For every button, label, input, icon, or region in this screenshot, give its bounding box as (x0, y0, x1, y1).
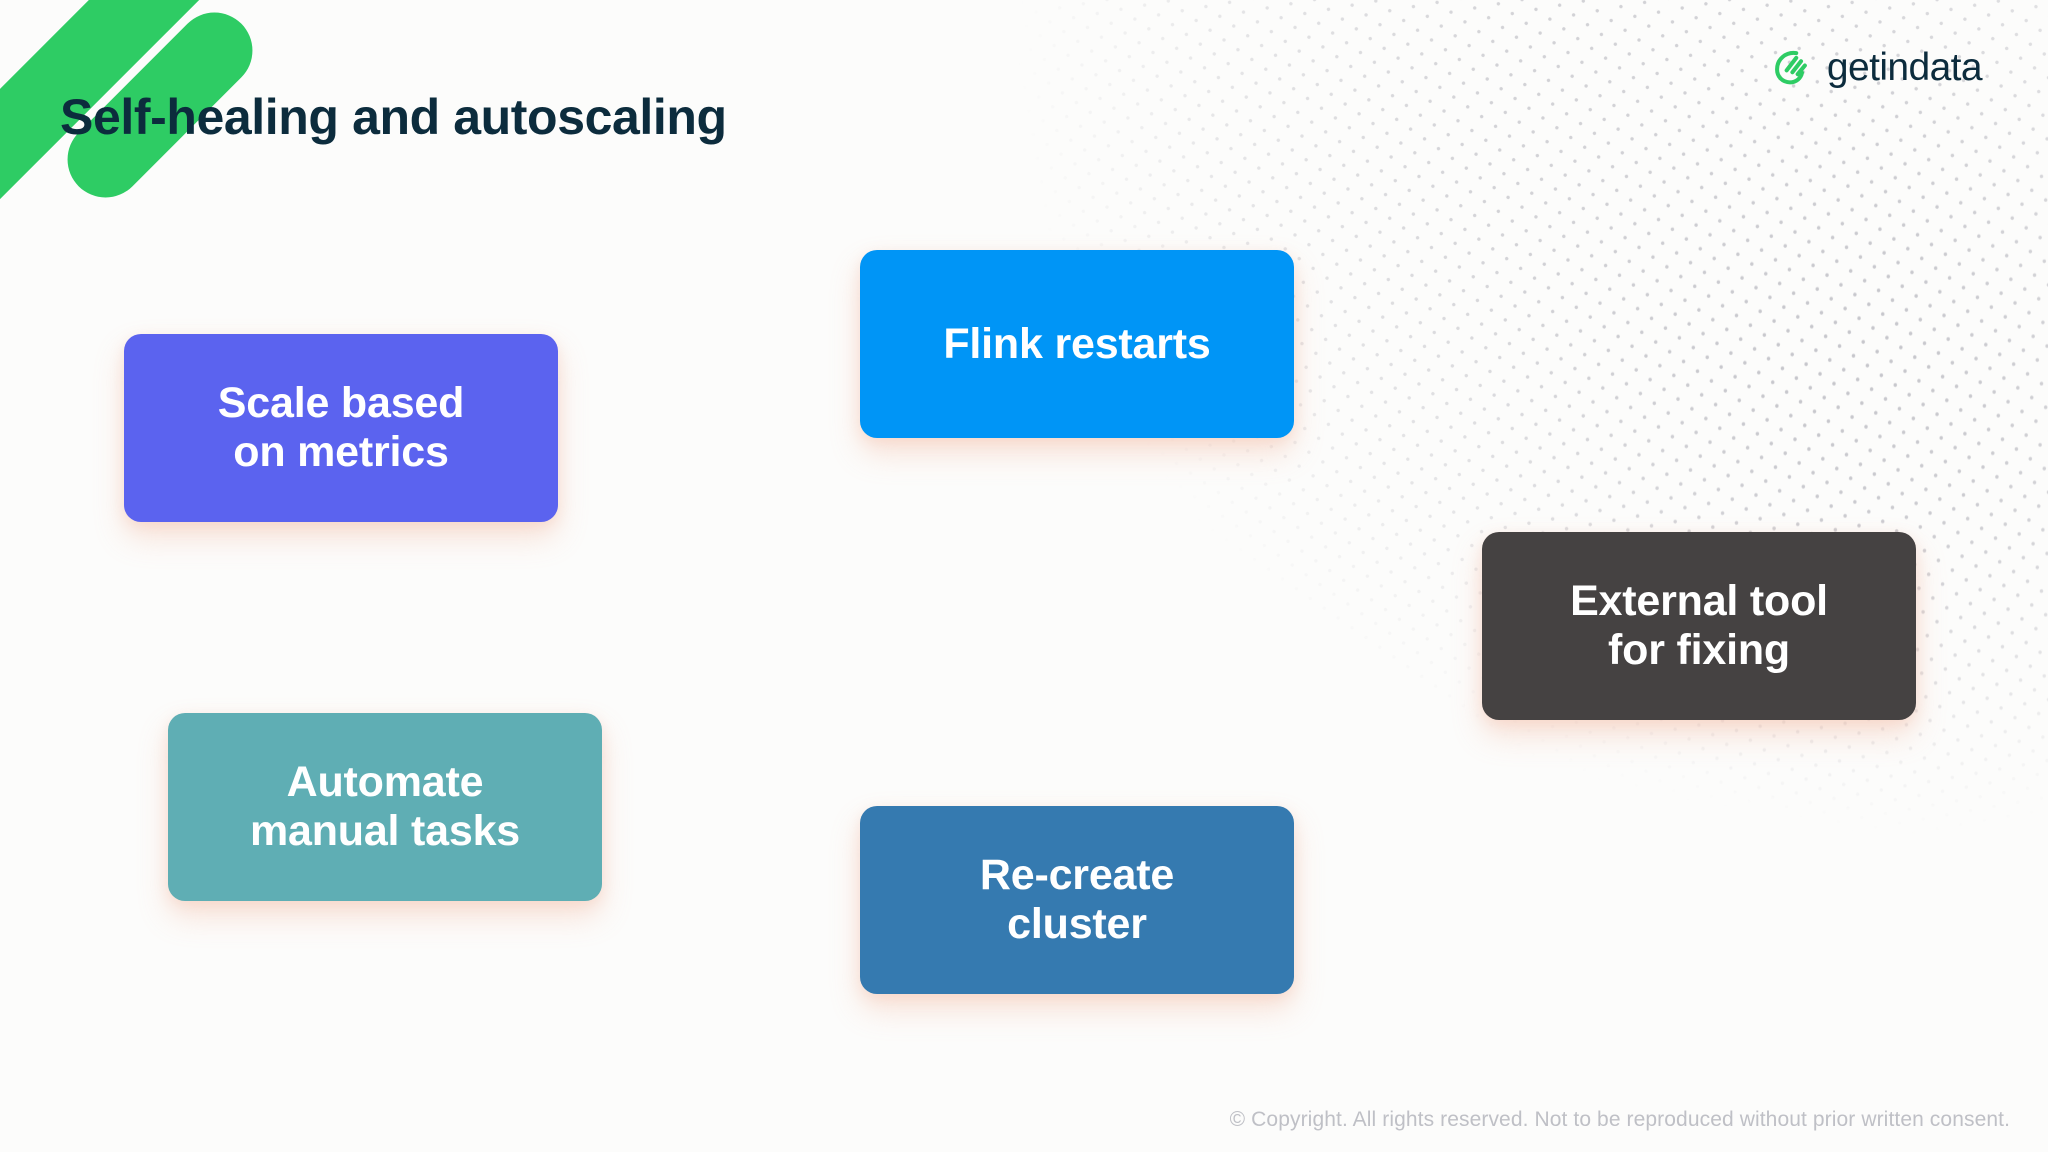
concept-box-line2: for fixing (1608, 626, 1790, 674)
concept-box-line1: Re-create (979, 851, 1175, 900)
concept-box-line1: Flink restarts (943, 319, 1211, 368)
concept-box-flink-restarts[interactable]: Flink restarts (860, 250, 1294, 438)
page-title: Self-healing and autoscaling (60, 88, 727, 145)
brand-wordmark: getindata (1826, 45, 1983, 89)
concept-box-automate-manual-tasks[interactable]: Automate manual tasks (168, 713, 602, 901)
concept-box-scale-based-on-metrics[interactable]: Scale based on metrics (124, 334, 558, 522)
getindata-swoosh-icon (1767, 44, 1813, 90)
concept-box-line1: Automate (286, 758, 484, 807)
concept-box-line1: External tool (1570, 577, 1828, 626)
concept-box-re-create-cluster[interactable]: Re-create cluster (860, 806, 1294, 994)
brand-logo: getindata (1767, 44, 1983, 90)
dotted-pattern-band-secondary (1336, 0, 2048, 987)
concept-box-line2: manual tasks (249, 807, 521, 855)
concept-box-line2: cluster (1007, 900, 1147, 948)
concept-box-line1: Scale based (217, 379, 465, 428)
concept-box-line2: on metrics (233, 428, 449, 476)
footer-copyright: © Copyright. All rights reserved. Not to… (1229, 1108, 2010, 1131)
concept-box-external-tool-for-fixing[interactable]: External tool for fixing (1482, 532, 1916, 720)
